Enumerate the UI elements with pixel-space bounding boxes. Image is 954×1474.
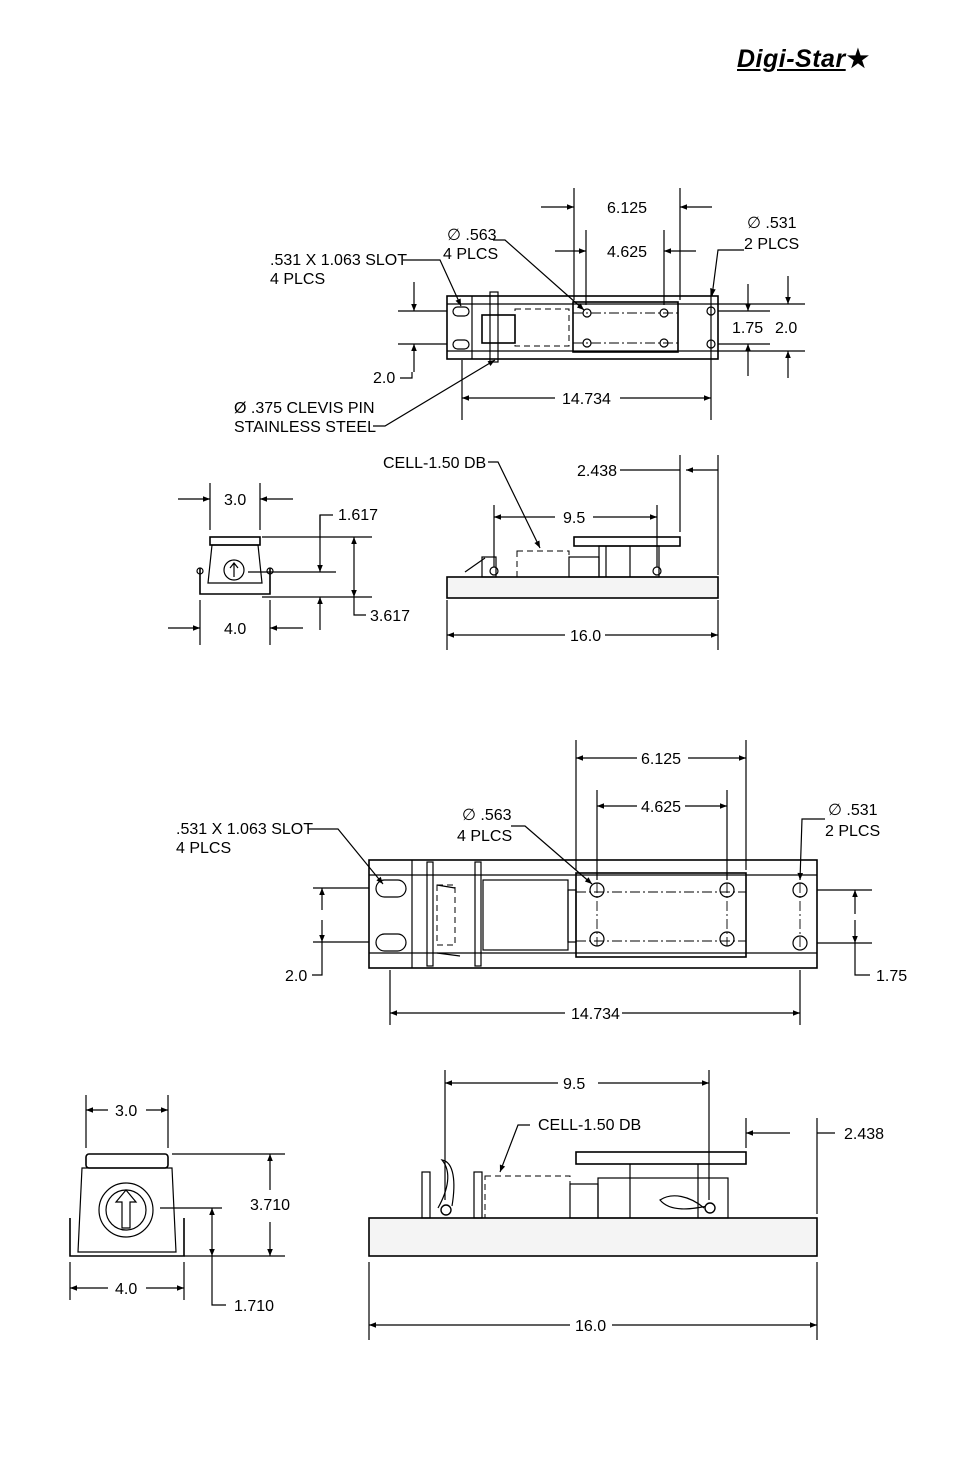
lower-end-view: 3.0 4.0 3.710 1.710 bbox=[69, 1095, 290, 1315]
u-top-hole531-qty: 2 PLCS bbox=[744, 236, 799, 253]
l-top-hole563-qty: 4 PLCS bbox=[457, 828, 512, 845]
l-top-dim-6125: 6.125 bbox=[641, 751, 681, 768]
u-side-cell: CELL-1.50 DB bbox=[383, 455, 486, 472]
u-top-hole531: ∅ .531 bbox=[747, 215, 797, 232]
l-top-hole531: ∅ .531 bbox=[828, 802, 878, 819]
u-top-hole563-qty: 4 PLCS bbox=[443, 246, 498, 263]
l-end-dim-3710: 3.710 bbox=[250, 1197, 290, 1214]
u-top-dim-14734: 14.734 bbox=[562, 391, 611, 408]
upper-top-view: 6.125 4.625 ∅ .563 4 PLCS ∅ .531 2 PLCS … bbox=[234, 188, 805, 436]
logo-text: Digi-Star bbox=[737, 45, 846, 73]
u-top-slot-qty: 4 PLCS bbox=[270, 271, 325, 288]
u-top-slot: .531 X 1.063 SLOT bbox=[270, 252, 407, 269]
l-side-cell: CELL-1.50 DB bbox=[538, 1117, 641, 1134]
upper-end-view: 3.0 4.0 1.617 3.617 bbox=[168, 483, 410, 645]
u-top-dim-20-right: 2.0 bbox=[775, 320, 797, 337]
lower-top-view: 6.125 4.625 ∅ .563 4 PLCS ∅ .531 2 PLCS … bbox=[176, 740, 907, 1025]
l-top-slot: .531 X 1.063 SLOT bbox=[176, 821, 313, 838]
l-top-dim-4625: 4.625 bbox=[641, 799, 681, 816]
u-top-hole563: ∅ .563 bbox=[447, 227, 497, 244]
u-top-pin: Ø .375 CLEVIS PIN bbox=[234, 400, 375, 417]
l-top-slot-qty: 4 PLCS bbox=[176, 840, 231, 857]
l-top-hole563: ∅ .563 bbox=[462, 807, 512, 824]
u-top-dim-6125: 6.125 bbox=[607, 200, 647, 217]
l-side-dim-95: 9.5 bbox=[563, 1076, 585, 1093]
lower-side-view: 9.5 CELL-1.50 DB 2.438 16.0 bbox=[368, 1070, 884, 1340]
u-side-dim-160: 16.0 bbox=[570, 628, 601, 645]
u-end-dim-30: 3.0 bbox=[224, 492, 246, 509]
digi-star-logo: Digi-Star★ bbox=[737, 44, 870, 74]
u-side-dim-2438: 2.438 bbox=[577, 463, 617, 480]
l-end-dim-1710: 1.710 bbox=[234, 1298, 274, 1315]
star-icon: ★ bbox=[846, 45, 870, 73]
u-top-pin-material: STAINLESS STEEL bbox=[234, 419, 376, 436]
u-end-dim-40: 4.0 bbox=[224, 621, 246, 638]
u-top-dim-20-left: 2.0 bbox=[373, 370, 395, 387]
l-top-dim-20: 2.0 bbox=[285, 968, 307, 985]
l-top-dim-175: 1.75 bbox=[876, 968, 907, 985]
u-top-dim-4625: 4.625 bbox=[607, 244, 647, 261]
l-end-dim-40: 4.0 bbox=[115, 1281, 137, 1298]
u-end-dim-3617: 3.617 bbox=[370, 608, 410, 625]
u-side-dim-95: 9.5 bbox=[563, 510, 585, 527]
l-side-dim-160: 16.0 bbox=[575, 1318, 606, 1335]
l-side-dim-2438: 2.438 bbox=[844, 1126, 884, 1143]
upper-side-view: CELL-1.50 DB 2.438 9.5 16.0 bbox=[383, 455, 719, 650]
l-end-dim-30: 3.0 bbox=[115, 1103, 137, 1120]
l-top-hole531-qty: 2 PLCS bbox=[825, 823, 880, 840]
l-top-dim-14734: 14.734 bbox=[571, 1006, 620, 1023]
u-end-dim-1617: 1.617 bbox=[338, 507, 378, 524]
u-top-dim-175: 1.75 bbox=[732, 320, 763, 337]
